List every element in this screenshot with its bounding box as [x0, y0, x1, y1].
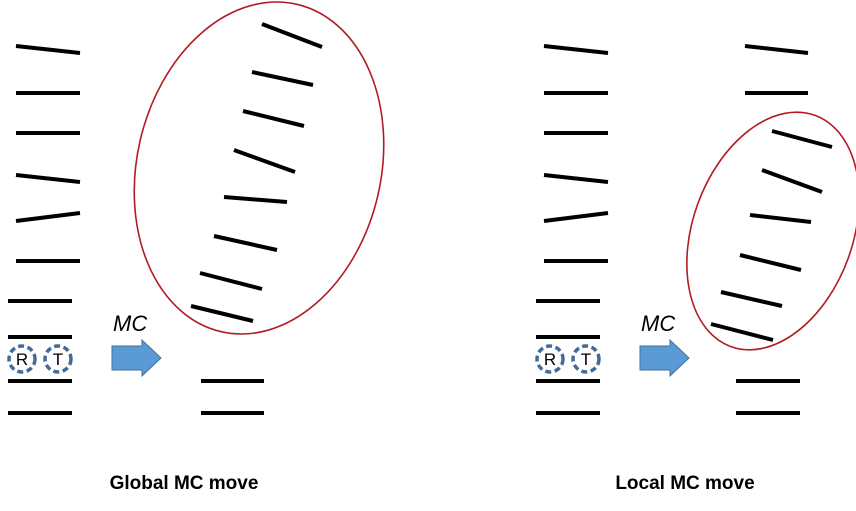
moved-chain-global: [190, 22, 323, 415]
marker-r-label: R: [544, 350, 556, 369]
right-arrow-icon: [111, 338, 162, 378]
caption-global: Global MC move: [110, 473, 259, 494]
chain-bar: [543, 211, 609, 223]
marker-t: T: [571, 344, 601, 374]
chain-bar: [223, 195, 288, 204]
chain-bar: [744, 44, 809, 55]
chain-bar: [251, 70, 314, 87]
chain-bar: [15, 173, 81, 184]
selection-ellipse-global: [133, 1, 385, 335]
chain-bar: [213, 234, 278, 252]
chain-bar: [749, 213, 812, 224]
chain-bar: [15, 211, 81, 223]
chain-bar: [543, 44, 609, 55]
chain-bar: [710, 322, 774, 342]
chain-bar: [543, 173, 609, 184]
selection-ellipse-local: [686, 111, 856, 351]
marker-t-label: T: [53, 350, 63, 369]
chain-bar: [242, 109, 305, 128]
mc-arrow-label: MC: [113, 311, 147, 336]
chain-bar: [771, 129, 833, 149]
caption-local: Local MC move: [615, 473, 754, 494]
marker-t-label: T: [581, 350, 591, 369]
chain-bar: [199, 271, 263, 291]
chain-bar: [761, 168, 823, 194]
original-chain-right: [536, 44, 609, 415]
mc-arrow-label: MC: [641, 311, 675, 336]
chain-bar: [720, 290, 783, 308]
chain-bar: [261, 22, 323, 49]
chain-bar: [15, 44, 81, 55]
chain-bar: [739, 253, 802, 272]
marker-r: R: [535, 344, 565, 374]
chain-bar: [233, 148, 296, 174]
marker-r: R: [7, 344, 37, 374]
chain-bar: [190, 304, 254, 323]
local-mc-panel: R T MC Local MC move: [535, 44, 856, 494]
marker-r-label: R: [16, 350, 28, 369]
moved-chain-local: [710, 44, 833, 415]
global-mc-panel: R T MC Global MC move: [7, 1, 385, 494]
original-chain-left: [8, 44, 81, 415]
marker-t: T: [43, 344, 73, 374]
right-arrow-icon: [639, 338, 690, 378]
